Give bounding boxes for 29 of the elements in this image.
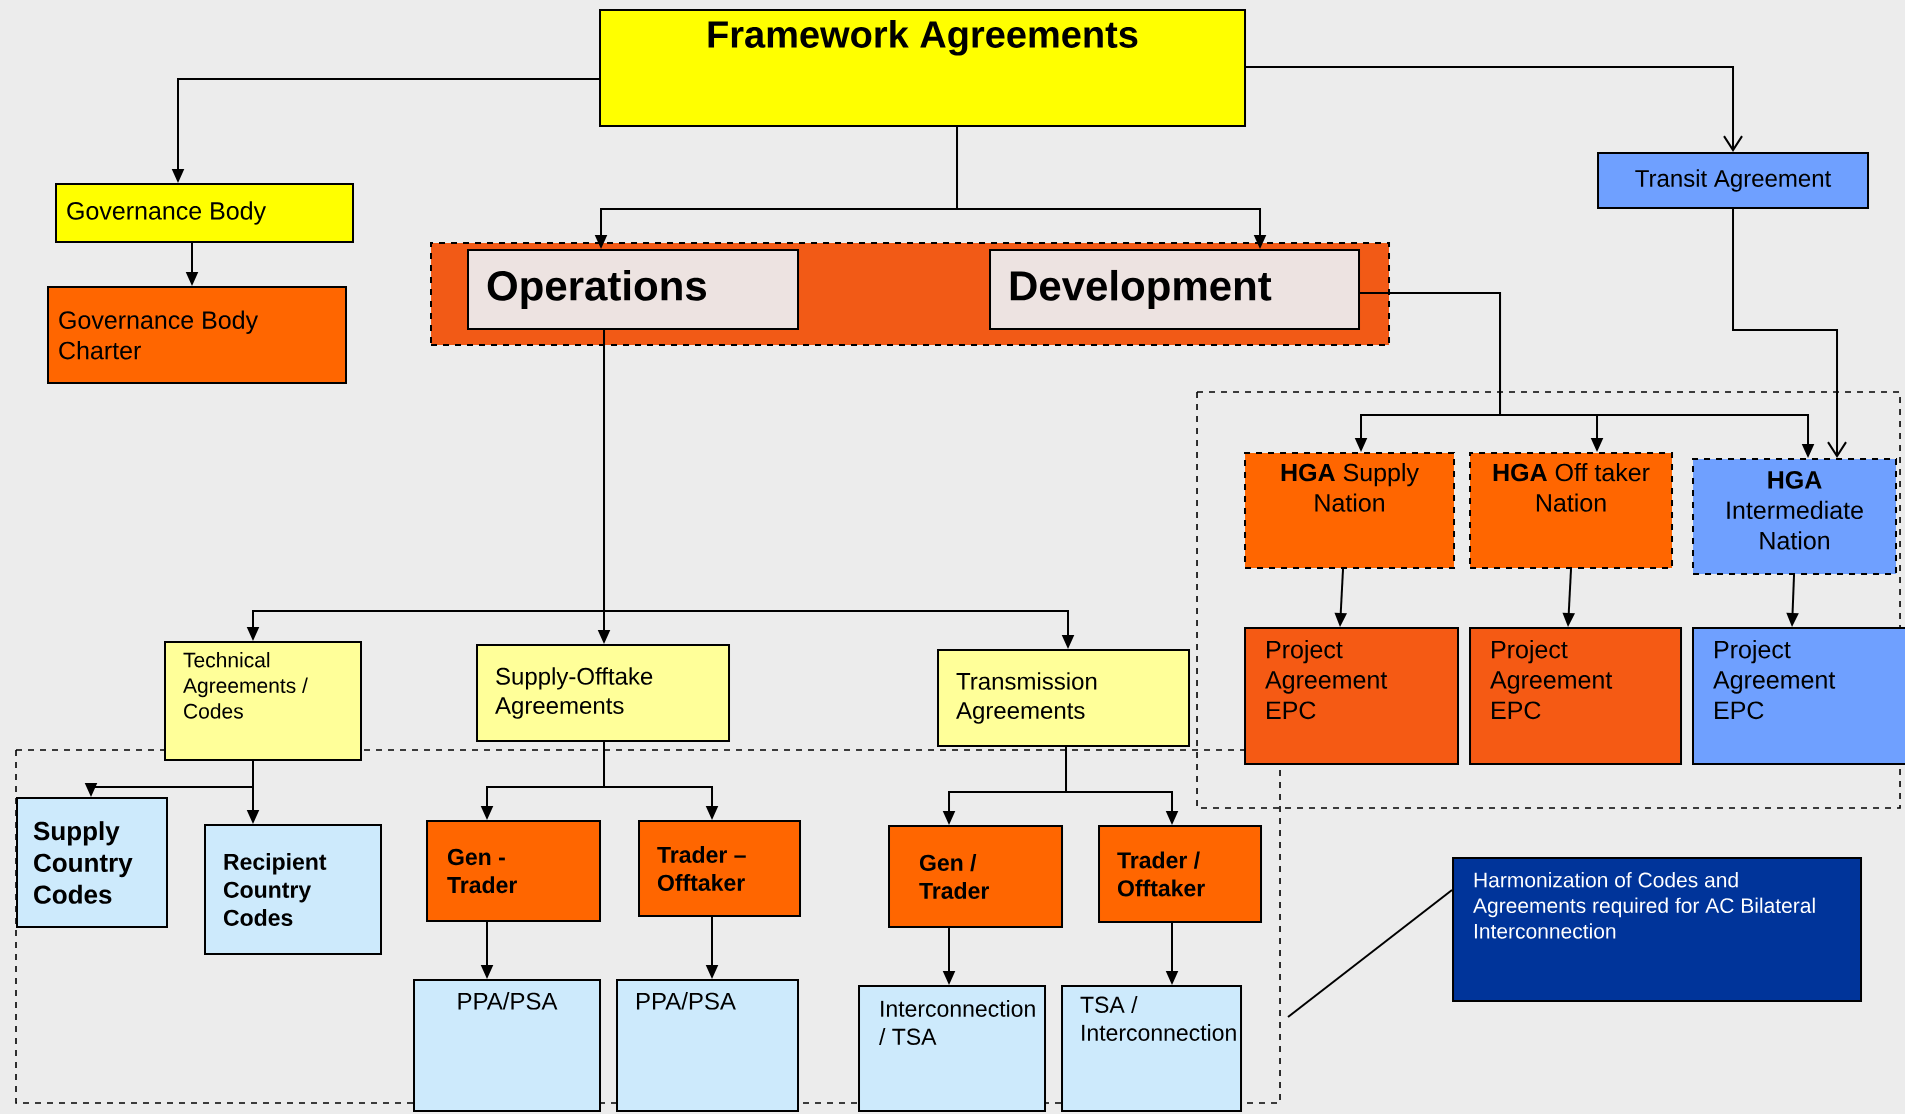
process-box: Trader – Offtaker bbox=[638, 820, 801, 917]
note-box: Harmonization of Codes and Agreements required for AC Bilateral Interconnection bbox=[1452, 857, 1862, 1002]
arrow bbox=[1732, 208, 1847, 458]
category-box: Development bbox=[989, 249, 1360, 330]
process-box: Project Agreement EPC bbox=[1469, 627, 1682, 765]
process-box: Transmission Agreements bbox=[937, 649, 1190, 747]
process-box: PPA/PSA bbox=[616, 979, 799, 1112]
process-box: Transit Agreement bbox=[1597, 152, 1870, 209]
process-box: Project Agreement EPC bbox=[1692, 627, 1905, 765]
process-box: PPA/PSA bbox=[413, 979, 601, 1112]
process-box: Trader / Offtaker bbox=[1098, 825, 1262, 923]
process-box: Technical Agreements / Codes bbox=[164, 641, 362, 761]
process-box: Interconnection / TSA bbox=[858, 985, 1046, 1112]
leader-line bbox=[1287, 889, 1453, 1018]
process-box: HGA Off taker Nation bbox=[1469, 452, 1673, 569]
process-box: TSA / Interconnection bbox=[1061, 985, 1242, 1112]
process-box: Governance Body Charter bbox=[47, 286, 347, 384]
title-box: Framework Agreements bbox=[599, 9, 1246, 127]
process-box: Governance Body bbox=[55, 183, 354, 243]
process-box: Gen - Trader bbox=[426, 820, 601, 922]
process-box: HGA Supply Nation bbox=[1244, 452, 1455, 569]
process-box: Recipient Country Codes bbox=[204, 824, 382, 955]
category-box: Operations bbox=[467, 249, 799, 330]
process-box: Gen / Trader bbox=[888, 825, 1063, 928]
process-box: Supply Country Codes bbox=[16, 797, 168, 928]
process-box: Supply-Offtake Agreements bbox=[476, 644, 730, 742]
process-box: HGA Intermediate Nation bbox=[1692, 458, 1897, 575]
process-box: Project Agreement EPC bbox=[1244, 627, 1459, 765]
arrow bbox=[1245, 66, 1743, 152]
